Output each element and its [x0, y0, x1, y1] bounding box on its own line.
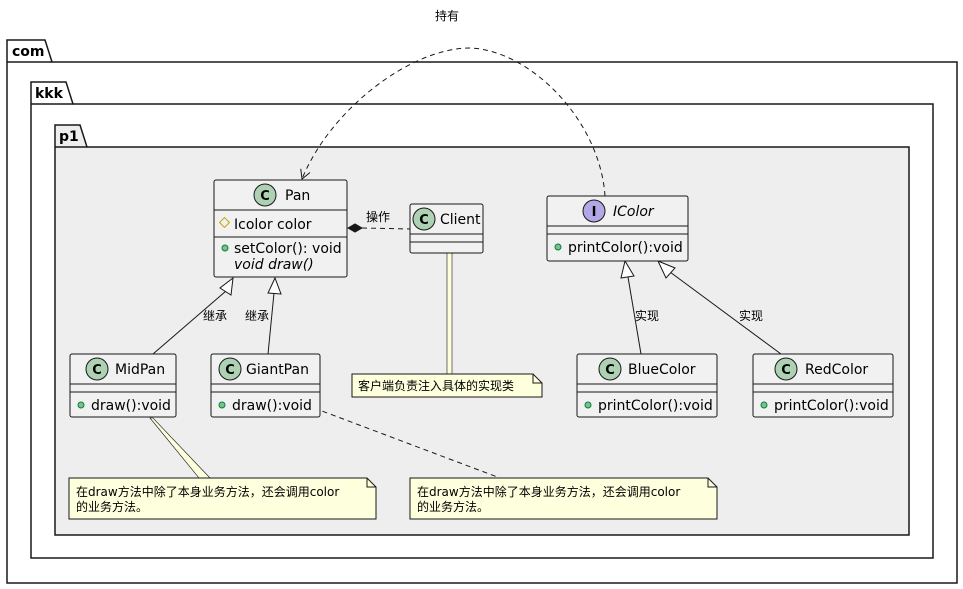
class-icon-letter: C [419, 213, 429, 228]
class-redcolor-name: RedColor [805, 362, 868, 378]
package-p1-label: p1 [59, 129, 79, 145]
package-com-label: com [12, 44, 45, 60]
inherit-midpan-label: 继承 [203, 309, 227, 323]
class-client[interactable]: C Client [409, 203, 484, 254]
class-redcolor[interactable]: C RedColor printColor():void [752, 353, 894, 418]
class-client-name: Client [440, 212, 481, 228]
class-icon-letter: C [605, 363, 615, 378]
public-visibility-icon [584, 401, 592, 409]
giantpan-note-connector [313, 407, 501, 479]
class-giantpan-method: draw():void [232, 398, 312, 414]
class-bluecolor[interactable]: C BlueColor printColor():void [576, 353, 718, 418]
class-midpan-name: MidPan [115, 362, 165, 378]
class-stereotype-icon [85, 357, 109, 381]
operate-relation [346, 223, 411, 233]
impl-redcolor-label: 实现 [739, 308, 763, 323]
bluecolor-implements-icolor [620, 259, 642, 355]
public-visibility-icon [221, 244, 229, 252]
class-icon-letter: C [781, 363, 791, 378]
public-visibility-icon [760, 401, 768, 409]
note-giantpan-line1: 在draw方法中除了本身业务方法，还会调用color [417, 484, 680, 499]
class-pan-method-setcolor: setColor(): void [234, 241, 342, 257]
class-pan-name: Pan [285, 188, 310, 204]
class-redcolor-method: printColor():void [774, 398, 889, 414]
package-kkk-label: kkk [35, 86, 64, 102]
class-bluecolor-method: printColor():void [598, 398, 713, 414]
class-icon-letter: C [92, 363, 102, 378]
giantpan-inherits-pan [267, 276, 282, 355]
protected-visibility-icon [218, 216, 231, 229]
package-p1: p1 [54, 124, 910, 536]
note-midpan: 在draw方法中除了本身业务方法，还会调用color 的业务方法。 [68, 477, 377, 520]
interface-stereotype-icon [582, 199, 606, 223]
operate-relation-label: 操作 [366, 209, 390, 224]
class-stereotype-icon [218, 357, 242, 381]
public-visibility-icon [218, 401, 226, 409]
note-client-text: 客户端负责注入具体的实现类 [358, 378, 514, 393]
class-stereotype-icon [412, 207, 436, 231]
class-pan-attribute: Icolor color [234, 217, 312, 233]
holds-relation-arrow [300, 47, 606, 197]
public-visibility-icon [77, 401, 85, 409]
class-stereotype-icon [598, 357, 622, 381]
class-pan-method-draw: void draw() [234, 257, 314, 273]
class-bluecolor-name: BlueColor [628, 362, 696, 378]
class-stereotype-icon [774, 357, 798, 381]
note-giantpan: 在draw方法中除了本身业务方法，还会调用color 的业务方法。 [409, 477, 718, 520]
class-giantpan-name: GiantPan [246, 362, 309, 378]
interface-icolor[interactable]: I IColor printColor():void [546, 195, 689, 262]
redcolor-implements-icolor [656, 260, 782, 355]
interface-icon-letter: I [592, 205, 597, 220]
note-giantpan-line2: 的业务方法。 [417, 499, 489, 514]
public-visibility-icon [554, 243, 562, 251]
top-relation-label: 持有 [435, 8, 459, 23]
class-giantpan[interactable]: C GiantPan draw():void [210, 353, 321, 418]
interface-icolor-name: IColor [613, 204, 655, 220]
class-icon-letter: C [260, 189, 270, 204]
interface-icolor-method: printColor():void [568, 240, 683, 256]
note-midpan-line1: 在draw方法中除了本身业务方法，还会调用color [76, 484, 339, 499]
client-note-connector [446, 252, 453, 375]
class-icon-letter: C [225, 363, 235, 378]
midpan-inherits-pan [152, 276, 234, 355]
class-midpan-method: draw():void [91, 398, 171, 414]
class-stereotype-icon [253, 183, 277, 207]
class-midpan[interactable]: C MidPan draw():void [69, 353, 177, 418]
note-client: 客户端负责注入具体的实现类 [351, 373, 543, 398]
inherit-giantpan-label: 继承 [245, 309, 269, 323]
impl-bluecolor-label: 实现 [635, 308, 659, 323]
note-midpan-line2: 的业务方法。 [76, 499, 148, 514]
class-pan[interactable]: C Pan Icolor color setColor(): void void… [213, 179, 348, 278]
